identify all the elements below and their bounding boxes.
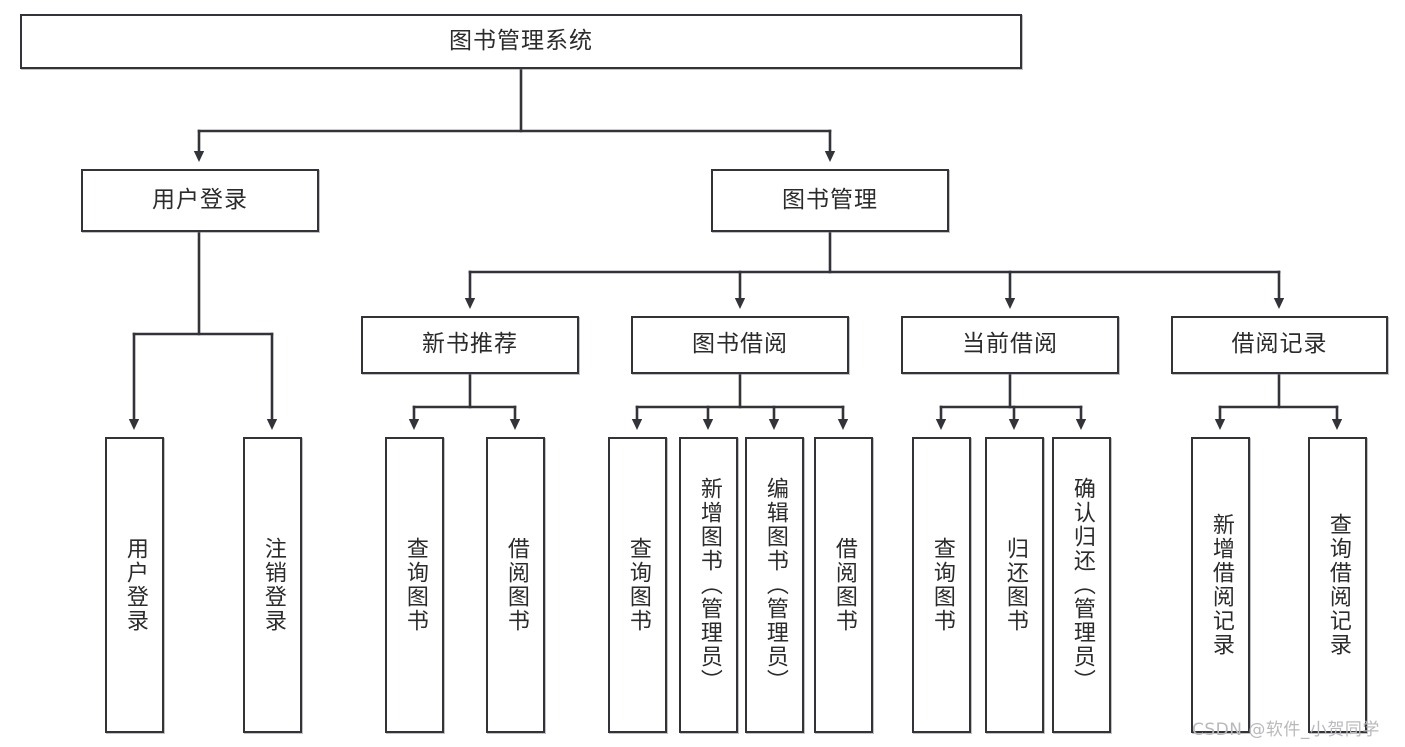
node-leaf-add-book[interactable]: 新增图书（管理员） [679,437,738,733]
node-book-manage[interactable]: 图书管理 [711,169,949,232]
node-leaf-borrow-book-1[interactable]: 借阅图书 [486,437,545,733]
node-leaf-confirm-return-label: 确认归还（管理员） [1069,477,1095,693]
node-leaf-query-book-3[interactable]: 查询图书 [912,437,971,733]
csdn-watermark: CSDN @软件_小贺同学 [1192,720,1380,740]
node-leaf-borrow-book-1-label: 借阅图书 [503,537,529,633]
node-new-book-recommend[interactable]: 新书推荐 [361,316,579,374]
node-book-manage-label: 图书管理 [782,186,878,213]
node-borrow-record[interactable]: 借阅记录 [1171,316,1388,374]
node-leaf-query-book-3-label: 查询图书 [929,537,955,633]
node-leaf-query-record[interactable]: 查询借阅记录 [1308,437,1367,733]
node-leaf-add-record[interactable]: 新增借阅记录 [1191,437,1250,733]
node-current-borrow-label: 当前借阅 [962,331,1058,358]
node-leaf-confirm-return[interactable]: 确认归还（管理员） [1052,437,1111,733]
node-leaf-query-book-1[interactable]: 查询图书 [385,437,444,733]
node-leaf-user-login[interactable]: 用户登录 [105,437,164,733]
node-leaf-return-book-label: 归还图书 [1002,537,1028,633]
node-borrow-record-label: 借阅记录 [1231,331,1328,358]
node-leaf-logout[interactable]: 注销登录 [243,437,302,733]
node-leaf-borrow-book-2[interactable]: 借阅图书 [814,437,873,733]
node-leaf-edit-book-label: 编辑图书（管理员） [762,477,788,693]
node-user-login-label: 用户登录 [152,186,248,213]
node-new-book-recommend-label: 新书推荐 [422,331,518,358]
node-leaf-query-record-label: 查询借阅记录 [1325,513,1351,657]
node-book-borrow[interactable]: 图书借阅 [631,316,849,374]
node-leaf-return-book[interactable]: 归还图书 [985,437,1044,733]
node-leaf-logout-label: 注销登录 [260,537,286,633]
node-root-label: 图书管理系统 [449,27,593,54]
node-leaf-query-book-2[interactable]: 查询图书 [608,437,667,733]
node-leaf-user-login-label: 用户登录 [122,537,148,633]
node-leaf-query-book-1-label: 查询图书 [402,537,428,633]
node-root[interactable]: 图书管理系统 [20,14,1022,69]
node-user-login[interactable]: 用户登录 [81,169,319,232]
node-current-borrow[interactable]: 当前借阅 [901,316,1119,374]
node-leaf-add-book-label: 新增图书（管理员） [696,477,722,693]
node-leaf-edit-book[interactable]: 编辑图书（管理员） [745,437,804,733]
node-leaf-borrow-book-2-label: 借阅图书 [831,537,857,633]
node-leaf-query-book-2-label: 查询图书 [625,537,651,633]
node-book-borrow-label: 图书借阅 [692,331,788,358]
node-leaf-add-record-label: 新增借阅记录 [1208,513,1234,657]
